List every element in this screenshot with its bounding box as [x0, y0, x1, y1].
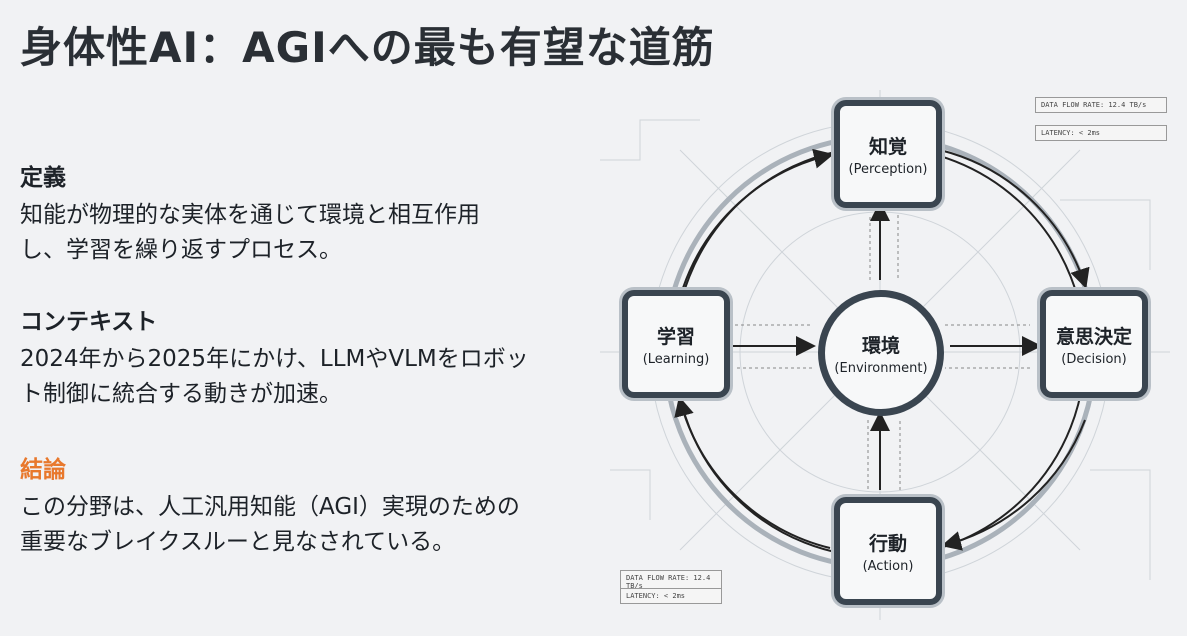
page-title: 身体性AI：AGIへの最も有望な道筋 — [20, 23, 715, 72]
arrow-perception-decision — [939, 149, 1090, 289]
definition-body: 知能が物理的な実体を通じて環境と相互作用し、学習を繰り返すプロセス。 — [20, 202, 480, 263]
context-body: 2024年から2025年にかけ、LLMやVLMをロボット制御に統合する動きが加速… — [20, 346, 529, 407]
arrow-learning-perception — [682, 148, 834, 289]
arrow-action-learning — [674, 396, 831, 549]
latency-tag-top: LATENCY: < 2ms — [1035, 125, 1167, 141]
conclusion-heading: 結論 — [20, 457, 66, 483]
learning-en-label: (Learning) — [642, 351, 710, 367]
data-rate-tag-top: DATA FLOW RATE: 12.4 TB/s — [1035, 97, 1167, 113]
perception-en-label: (Perception) — [848, 161, 928, 177]
learning-label: 学習 — [656, 325, 695, 348]
latency-tag-bottom: LATENCY: < 2ms — [620, 588, 722, 604]
action-label: 行動 — [868, 532, 907, 555]
environment-label: 環境 — [861, 334, 900, 357]
context-section: コンテキスト 2024年から2025年にかけ、LLMやVLMをロボット制御に統合… — [20, 302, 560, 412]
conclusion-body: この分野は、人工汎用知能（AGI）実現のための重要なブレイクスルーと見なされてい… — [20, 494, 520, 555]
node-perception: 知覚 (Perception) — [834, 100, 942, 208]
context-heading: コンテキスト — [20, 309, 158, 335]
arrow-decision-action — [941, 419, 1086, 551]
perception-label: 知覚 — [868, 135, 907, 158]
decision-en-label: (Decision) — [1061, 351, 1127, 367]
conclusion-section: 結論 この分野は、人工汎用知能（AGI）実現のための重要なブレイクスルーと見なさ… — [20, 450, 560, 560]
definition-heading: 定義 — [20, 165, 66, 191]
node-environment: 環境 (Environment) — [818, 290, 944, 416]
node-action: 行動 (Action) — [834, 497, 942, 605]
environment-en-label: (Environment) — [834, 360, 928, 376]
node-learning: 学習 (Learning) — [622, 290, 730, 398]
node-decision: 意思決定 (Decision) — [1040, 290, 1148, 398]
decision-label: 意思決定 — [1055, 325, 1132, 348]
action-en-label: (Action) — [862, 558, 914, 574]
definition-section: 定義 知能が物理的な実体を通じて環境と相互作用し、学習を繰り返すプロセス。 — [20, 158, 560, 268]
